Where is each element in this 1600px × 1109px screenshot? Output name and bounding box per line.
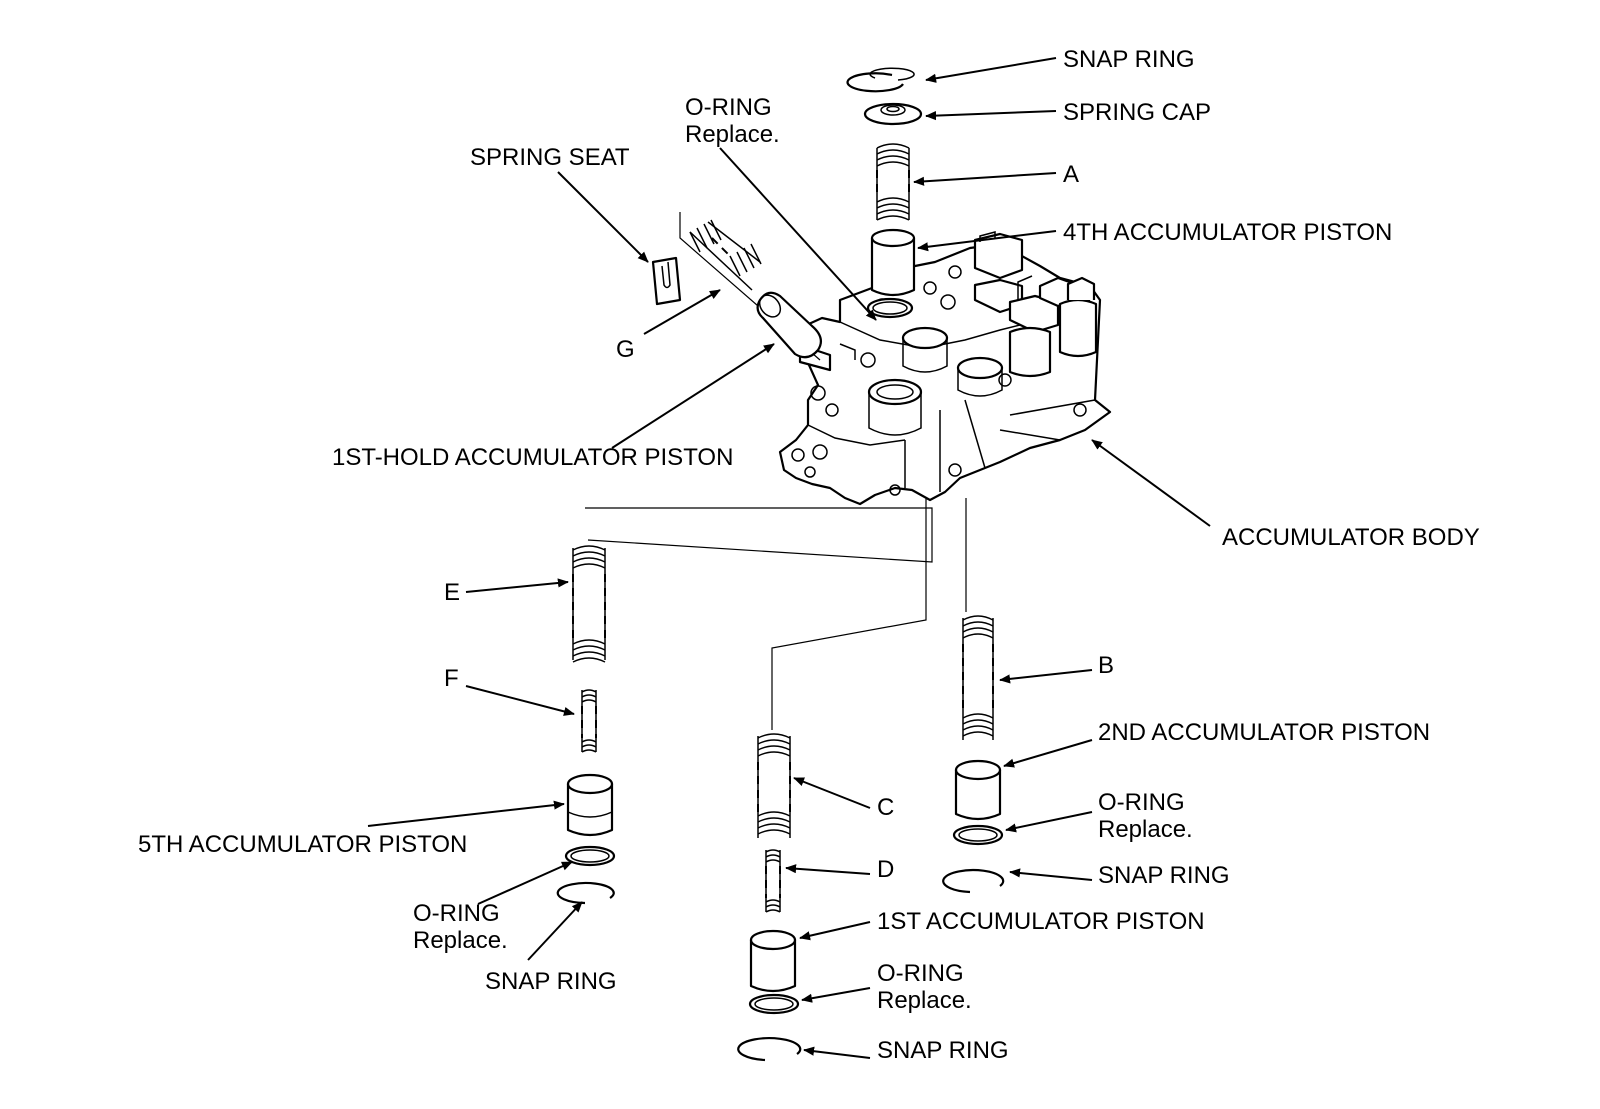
4th-accumulator-piston <box>870 228 916 297</box>
1st-hold-accumulator-piston <box>756 291 823 359</box>
label-d: D <box>877 856 894 883</box>
spring-c <box>757 733 791 838</box>
label-o-ring-left-replace: Replace. <box>413 927 508 954</box>
label-snap-ring-bottom: SNAP RING <box>877 1037 1009 1064</box>
spring-f <box>581 689 597 753</box>
snap-ring-left <box>556 881 615 905</box>
spring-d <box>765 849 781 913</box>
o-ring-bottom <box>748 993 800 1015</box>
label-4th-accumulator-piston: 4TH ACCUMULATOR PISTON <box>1063 219 1392 246</box>
snap-ring-top <box>846 67 915 93</box>
spring-a <box>876 143 910 221</box>
o-ring-right <box>952 824 1004 846</box>
label-o-ring-left: O-RING <box>413 900 500 927</box>
label-g: G <box>616 336 635 363</box>
label-2nd-accumulator-piston: 2ND ACCUMULATOR PISTON <box>1098 719 1430 746</box>
spring-seat <box>651 256 682 306</box>
accumulator-body <box>778 231 1112 506</box>
label-a: A <box>1063 161 1079 188</box>
snap-ring-right <box>942 868 1005 894</box>
o-ring-top <box>866 297 914 319</box>
label-o-ring-bottom-replace: Replace. <box>877 987 972 1014</box>
spring-e <box>572 545 606 663</box>
label-o-ring-right: O-RING <box>1098 789 1185 816</box>
label-o-ring-top: O-RING <box>685 94 772 121</box>
leader-lines <box>367 57 1211 1059</box>
label-f: F <box>444 665 459 692</box>
5th-accumulator-piston <box>566 773 614 837</box>
labels: SNAP RING SPRING CAP A 4TH ACCUMULATOR P… <box>138 46 1480 1064</box>
label-accumulator-body: ACCUMULATOR BODY <box>1222 524 1480 551</box>
o-ring-left <box>564 845 616 867</box>
label-snap-ring-top: SNAP RING <box>1063 46 1195 73</box>
label-1st-accumulator-piston: 1ST ACCUMULATOR PISTON <box>877 908 1205 935</box>
spring-cap <box>863 102 923 126</box>
spring-g <box>689 219 762 291</box>
label-e: E <box>444 579 460 606</box>
label-1st-hold-accumulator-piston: 1ST-HOLD ACCUMULATOR PISTON <box>332 444 733 471</box>
label-b: B <box>1098 652 1114 679</box>
label-5th-accumulator-piston: 5TH ACCUMULATOR PISTON <box>138 831 467 858</box>
1st-accumulator-piston <box>749 929 797 993</box>
label-c: C <box>877 794 894 821</box>
label-o-ring-right-replace: Replace. <box>1098 816 1193 843</box>
label-spring-cap: SPRING CAP <box>1063 99 1211 126</box>
snap-ring-bottom <box>737 1037 802 1062</box>
label-o-ring-top-replace: Replace. <box>685 121 780 148</box>
label-spring-seat: SPRING SEAT <box>470 144 630 171</box>
2nd-accumulator-piston <box>954 759 1002 821</box>
label-o-ring-bottom: O-RING <box>877 960 964 987</box>
label-snap-ring-left: SNAP RING <box>485 968 617 995</box>
spring-b <box>962 615 994 740</box>
label-snap-ring-right: SNAP RING <box>1098 862 1230 889</box>
